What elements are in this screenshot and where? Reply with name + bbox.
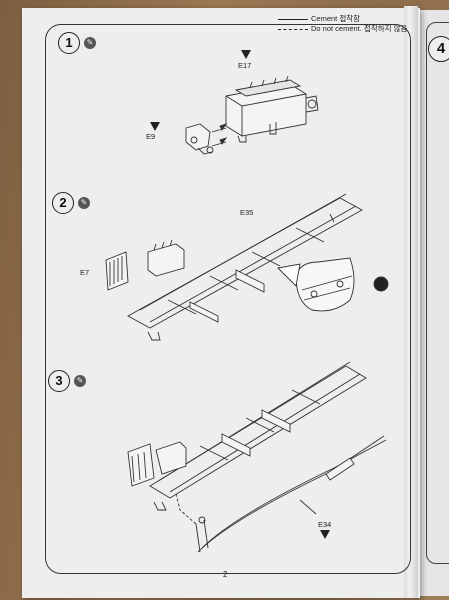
radiator-drawing xyxy=(105,251,129,291)
part-marker-icon xyxy=(320,530,330,539)
part-marker-icon xyxy=(150,122,160,131)
step-3-number: 3 xyxy=(48,370,70,392)
engine-mount-drawing xyxy=(185,123,214,155)
glue-tube-icon: ✎ xyxy=(84,37,96,49)
part-label-e9: E9 xyxy=(146,132,156,141)
part-label-e34: E34 xyxy=(318,520,332,529)
glue-tube-icon: ✎ xyxy=(74,375,86,387)
booklet-spine xyxy=(404,6,418,598)
part-marker-icon xyxy=(241,50,251,59)
cement-legend: Cement 접착함 Do not cement. 접착하지 않음 xyxy=(278,14,407,34)
step-2-header: 2 ✎ xyxy=(52,192,90,214)
detail-callout-drawing xyxy=(277,257,389,312)
step-1-number: 1 xyxy=(58,32,80,54)
exhaust-pipe-drawing xyxy=(175,435,387,553)
no-cement-label: Do not cement. 접착하지 않음 xyxy=(311,24,408,33)
next-page-frame xyxy=(426,22,449,564)
engine-drawing xyxy=(225,75,319,143)
chassis-frame-drawing xyxy=(127,193,363,341)
step-1-header: 1 ✎ xyxy=(58,32,96,54)
glue-tube-icon: ✎ xyxy=(78,197,90,209)
cement-label: Cement 접착함 xyxy=(311,14,361,23)
chassis-assembly-drawing xyxy=(127,361,367,511)
step-3-header: 3 ✎ xyxy=(48,370,86,392)
instruction-frame xyxy=(45,24,411,574)
next-page xyxy=(418,10,449,596)
step-4-number: 4 xyxy=(428,36,449,62)
solid-arrow-icon xyxy=(278,18,308,20)
engine-drawing-step2 xyxy=(147,239,185,277)
step-2-number: 2 xyxy=(52,192,74,214)
part-label-e17: E17 xyxy=(238,61,252,70)
page-number: 2 xyxy=(223,570,228,579)
instruction-page xyxy=(22,8,420,598)
part-label-e7: E7 xyxy=(80,268,90,277)
part-label-e35: E35 xyxy=(240,208,254,217)
dashed-arrow-icon xyxy=(278,28,308,30)
